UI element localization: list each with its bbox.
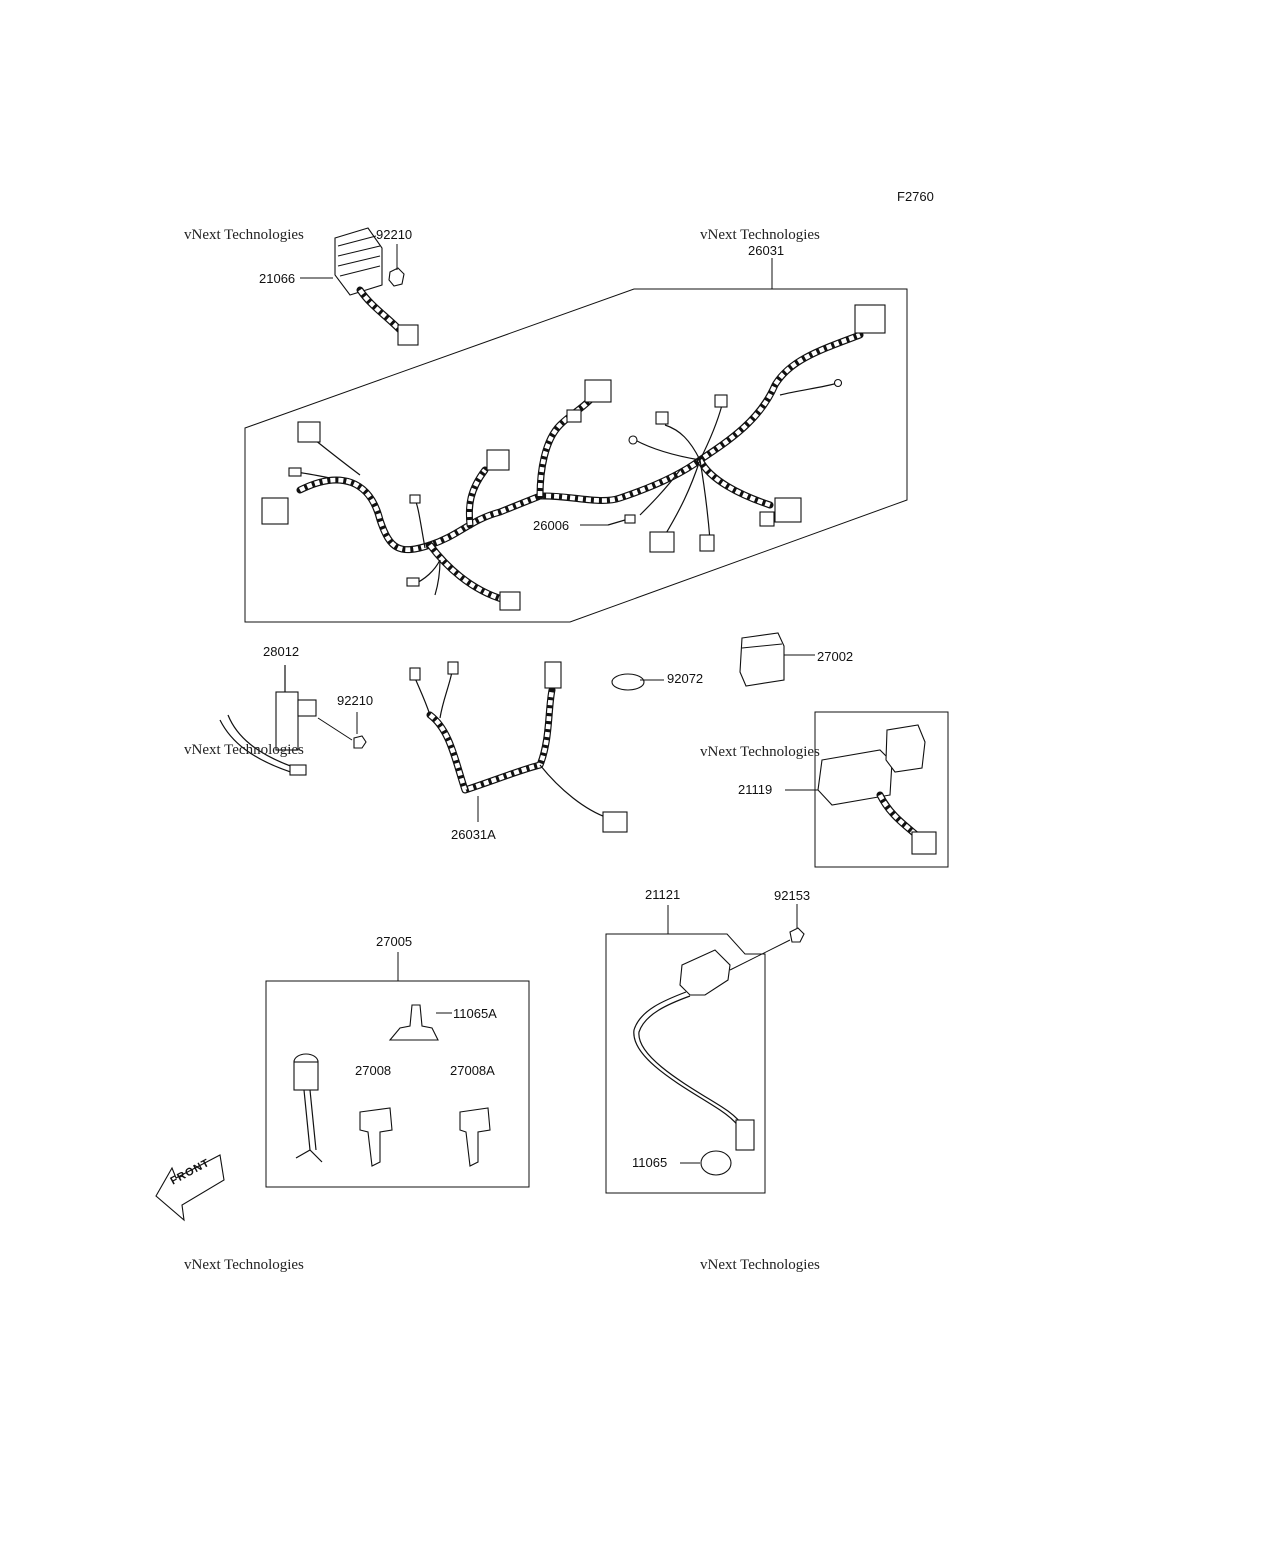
callout-92210: 92210: [376, 227, 413, 242]
ignition-coil-21121: [605, 904, 805, 1194]
callout-92072: 92072: [667, 671, 704, 686]
callout-92210: 92210: [337, 693, 374, 708]
front-arrow-icon: [155, 1154, 225, 1222]
sub-harness-26031A: [409, 661, 628, 833]
callout-26031A: 26031A: [451, 827, 496, 842]
callout-21119: 21119: [738, 782, 773, 797]
callout-27002: 27002: [817, 649, 854, 664]
callout-21066: 21066: [259, 271, 296, 286]
cdi-unit-21119: [785, 711, 949, 868]
figure-code: F2760: [897, 189, 934, 204]
callout-26031: 26031: [748, 243, 785, 258]
relay-28012: [219, 665, 367, 776]
band-92072: [611, 673, 664, 691]
callout-27005: 27005: [376, 934, 413, 949]
callout-11065: 11065: [632, 1155, 668, 1170]
callout-21121: 21121: [645, 887, 681, 902]
callout-27008A: 27008A: [450, 1063, 495, 1078]
callout-92153: 92153: [774, 888, 811, 903]
relay-27002: [739, 632, 815, 687]
callout-11065A: 11065A: [453, 1006, 497, 1021]
callout-28012: 28012: [263, 644, 300, 659]
callout-26006: 26006: [533, 518, 570, 533]
switch-set-27005: [265, 952, 530, 1188]
callout-27008: 27008: [355, 1063, 392, 1078]
regulator-21066: [300, 227, 419, 346]
main-wiring-harness: [261, 304, 886, 611]
harness-frame: [244, 288, 908, 623]
